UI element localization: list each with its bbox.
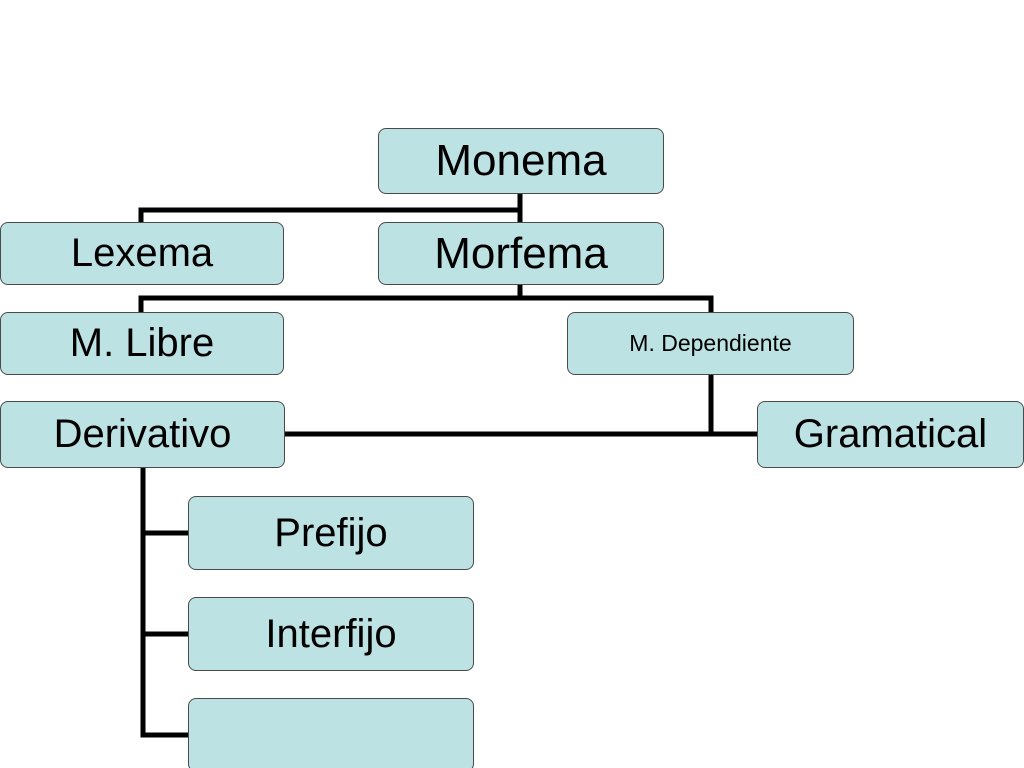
node-monema: Monema bbox=[378, 128, 664, 194]
node-prefijo: Prefijo bbox=[188, 496, 474, 570]
connector-morfema-mdependiente bbox=[517, 295, 714, 315]
node-blank bbox=[188, 698, 474, 768]
node-prefijo-label: Prefijo bbox=[274, 510, 388, 555]
node-gramatical: Gramatical bbox=[757, 401, 1024, 468]
node-derivativo: Derivativo bbox=[0, 401, 285, 468]
node-morfema-label: Morfema bbox=[434, 228, 608, 278]
node-lexema: Lexema bbox=[0, 222, 284, 285]
node-monema-label: Monema bbox=[435, 136, 607, 185]
node-m-libre: M. Libre bbox=[0, 312, 284, 375]
node-m-dependiente-label: M. Dependiente bbox=[629, 330, 792, 356]
node-interfijo-label: Interfijo bbox=[265, 611, 397, 656]
node-m-libre-label: M. Libre bbox=[69, 321, 215, 365]
node-lexema-label: Lexema bbox=[70, 231, 214, 275]
node-derivativo-label: Derivativo bbox=[53, 412, 232, 456]
node-m-dependiente: M. Dependiente bbox=[567, 312, 854, 375]
connector-monema-lexema bbox=[138, 192, 523, 225]
connector-morfema-mlibre bbox=[138, 282, 523, 315]
node-morfema: Morfema bbox=[378, 222, 664, 285]
node-gramatical-label: Gramatical bbox=[793, 412, 988, 456]
node-interfijo: Interfijo bbox=[188, 597, 474, 671]
